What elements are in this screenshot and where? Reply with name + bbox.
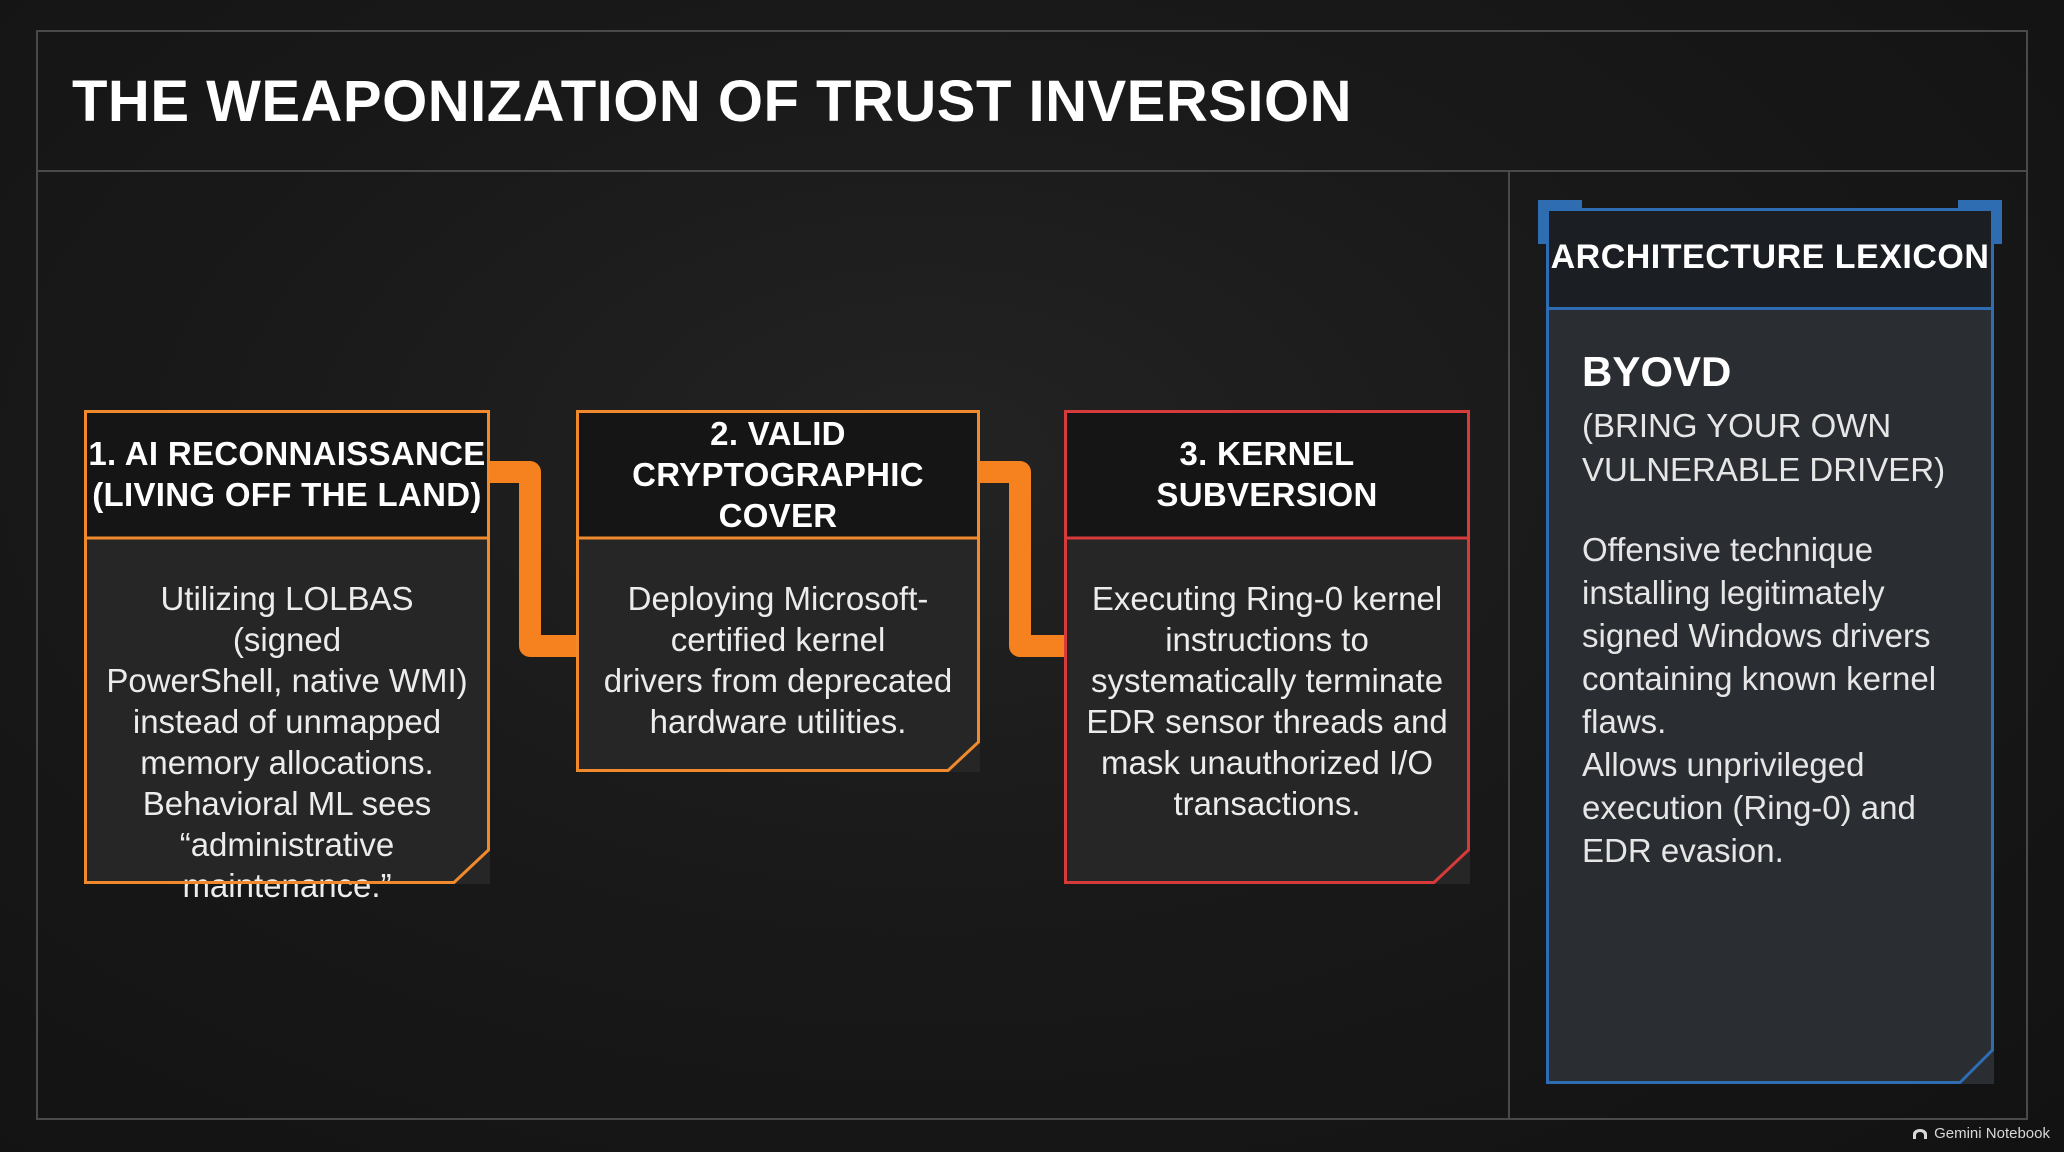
lexicon-heading: ARCHITECTURE LEXICON <box>1550 238 1990 276</box>
step-2-body: Deploying Microsoft- certified kernel dr… <box>576 538 980 772</box>
step-card-3: 3. KERNEL SUBVERSION Executing Ring-0 ke… <box>1064 410 1470 884</box>
step-2-heading-box: 2. VALID CRYPTOGRAPHIC COVER <box>576 410 980 538</box>
lexicon-term-expansion: (BRING YOUR OWN VULNERABLE DRIVER) <box>1582 407 1946 488</box>
step-3-heading-box: 3. KERNEL SUBVERSION <box>1064 410 1470 538</box>
architecture-lexicon-panel: ARCHITECTURE LEXICON BYOVD (BRING YOUR O… <box>1538 200 2002 1084</box>
slide-title: THE WEAPONIZATION OF TRUST INVERSION <box>72 69 1353 134</box>
gemini-notebook-watermark: Gemini Notebook <box>1912 1125 2050 1142</box>
slide-frame <box>36 30 2028 1120</box>
step-3-heading: 3. KERNEL SUBVERSION <box>1156 435 1378 513</box>
step-3-body: Executing Ring-0 kernel instructions to … <box>1064 538 1470 884</box>
step-1-body: Utilizing LOLBAS (signed PowerShell, nat… <box>84 538 490 904</box>
lexicon-heading-box: ARCHITECTURE LEXICON <box>1546 208 1994 310</box>
step-2-heading: 2. VALID CRYPTOGRAPHIC COVER <box>632 414 924 534</box>
step-1-heading: 1. AI RECONNAISSANCE (LIVING OFF THE LAN… <box>88 435 486 513</box>
step-card-1: 1. AI RECONNAISSANCE (LIVING OFF THE LAN… <box>84 410 490 904</box>
lexicon-term: BYOVD <box>1582 348 1732 395</box>
step-card-2: 2. VALID CRYPTOGRAPHIC COVER Deploying M… <box>576 410 980 772</box>
lexicon-definition: Offensive technique installing legitimat… <box>1582 531 1937 869</box>
title-bar <box>36 30 2028 172</box>
step-1-heading-box: 1. AI RECONNAISSANCE (LIVING OFF THE LAN… <box>84 410 490 538</box>
panel-divider <box>1508 172 1510 1118</box>
notebook-logo-icon <box>1913 1128 1928 1139</box>
watermark-text: Gemini Notebook <box>1934 1125 2050 1142</box>
